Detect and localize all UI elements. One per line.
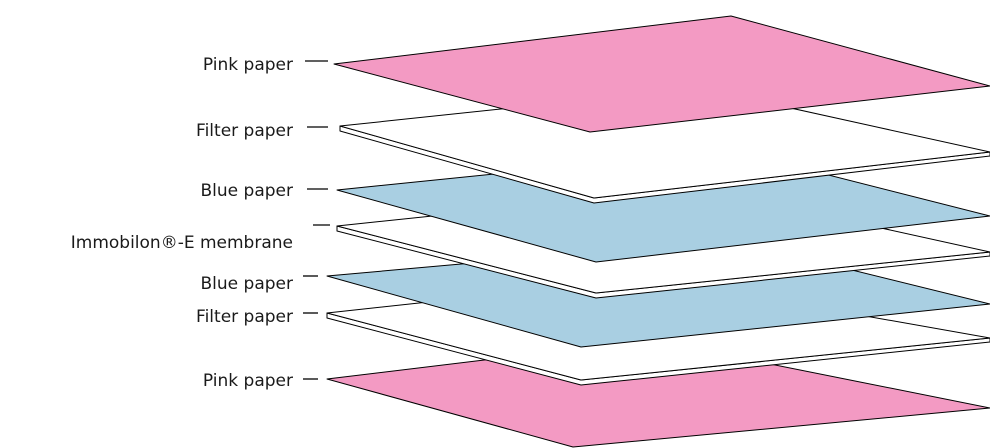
layer-filter-paper-upper: Filter paper xyxy=(196,87,990,204)
sheet-pink-top xyxy=(333,15,990,133)
layer-label: Blue paper xyxy=(201,181,293,201)
layer-pink-paper-bottom: Pink paper xyxy=(203,339,990,448)
layer-label: Immobilon®-E membrane xyxy=(71,233,293,253)
layer-label: Filter paper xyxy=(196,307,293,327)
layer-label: Pink paper xyxy=(203,371,293,391)
layer-label: Blue paper xyxy=(201,274,293,294)
layer-pink-paper-top: Pink paper xyxy=(203,15,990,133)
layer-label: Pink paper xyxy=(203,55,293,75)
layer-label: Filter paper xyxy=(196,121,293,141)
